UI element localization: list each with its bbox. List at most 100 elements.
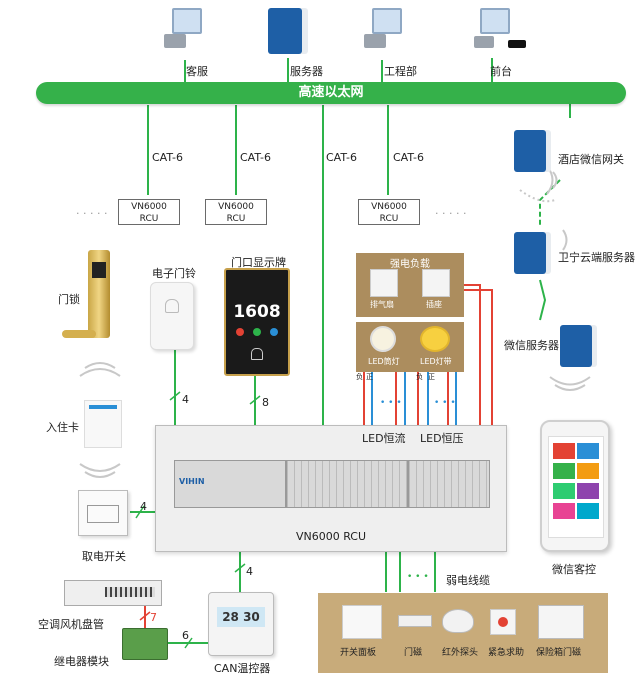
- door-lock-icon: [88, 250, 110, 338]
- ellipsis-led: • • •: [380, 398, 402, 408]
- label-wechat-control: 微信客控: [552, 563, 596, 576]
- printer-body: [474, 36, 494, 48]
- fan-grille: [105, 587, 155, 597]
- label-checkin-card: 入住卡: [46, 421, 79, 434]
- label-downlight: LED筒灯: [368, 357, 400, 366]
- polarity-label: 负: [356, 373, 363, 381]
- label-doorbell: 电子门铃: [152, 267, 196, 280]
- label-led-constant-current: LED恒流: [362, 432, 406, 445]
- ellipsis-weak: • • •: [407, 572, 429, 582]
- label-socket: 插座: [426, 300, 442, 309]
- label-door-sign: 门口显示牌: [231, 256, 286, 269]
- label-door-lock: 门锁: [58, 293, 80, 306]
- bell-icon: [251, 348, 263, 360]
- top-device-front-desk: [470, 6, 530, 62]
- rcu-module-main: [286, 460, 408, 508]
- app-tile: [577, 463, 599, 479]
- label-weak-current: 弱电线缆: [446, 574, 490, 587]
- wechat-phone-icon: [540, 420, 610, 552]
- app-tile: [553, 443, 575, 459]
- server-icon: [560, 325, 592, 367]
- app-tile: [577, 503, 599, 519]
- rcu-model: VN6000: [371, 202, 407, 212]
- door-sign-number: 1608: [233, 302, 281, 322]
- fan-coil-icon: [64, 580, 162, 606]
- led-load-panel: LED筒灯 LED灯带: [356, 322, 464, 372]
- label-fan-coil: 空调风机盘管: [38, 618, 104, 631]
- label-cloud-server: 卫宁云端服务器: [558, 251, 635, 264]
- light-strip-icon: [420, 326, 450, 352]
- label-can-thermostat: CAN温控器: [214, 662, 271, 675]
- downlight-icon: [370, 326, 396, 352]
- rcu-type: RCU: [139, 214, 159, 224]
- socket-icon: [422, 269, 450, 297]
- pc-printer-router-icon: [480, 8, 510, 34]
- label-customer-service: 客服: [186, 65, 208, 78]
- server-icon: [514, 232, 546, 274]
- pc-printer-icon: [172, 8, 202, 34]
- main-rcu-panel: LED恒流 LED恒压 VIHIN VN6000 RCU: [155, 425, 507, 552]
- printer-body: [164, 34, 186, 48]
- status-dot-green: [253, 328, 261, 336]
- label-front-desk: 前台: [490, 65, 512, 78]
- status-dot-blue: [270, 328, 278, 336]
- rcu-box: VN6000 RCU: [358, 199, 420, 225]
- module-brand: VIHIN: [179, 477, 205, 486]
- wire-count-thermostat: 4: [246, 565, 253, 578]
- rcu-model: VN6000: [131, 202, 167, 212]
- rcu-type: RCU: [379, 214, 399, 224]
- label-wechat-server: 微信服务器: [504, 339, 559, 352]
- door-lock-handle: [62, 330, 96, 338]
- ethernet-bus-label: 高速以太网: [298, 85, 364, 100]
- label-power-switch: 取电开关: [82, 550, 126, 563]
- server-icon: [514, 130, 546, 172]
- label-light-strip: LED灯带: [420, 357, 452, 366]
- switch-panel-icon: [342, 605, 382, 639]
- power-load-panel: 强电负载 排气扇 插座: [356, 253, 464, 317]
- ellipsis-left: · · · · ·: [76, 207, 108, 220]
- rcu-model: VN6000: [218, 202, 254, 212]
- label-switch-panel: 开关面板: [340, 648, 377, 658]
- polarity-label: 负: [416, 373, 423, 381]
- app-tile: [553, 463, 575, 479]
- label-led-constant-voltage: LED恒压: [420, 432, 464, 445]
- app-tile: [553, 483, 575, 499]
- card-stripe: [89, 405, 117, 409]
- cable-label: CAT-6: [393, 151, 425, 164]
- app-tile: [553, 503, 575, 519]
- main-rcu-label: VN6000 RCU: [295, 530, 367, 543]
- safe-door-magnet-icon: [538, 605, 584, 639]
- ethernet-bus: 高速以太网: [36, 82, 626, 104]
- checkin-card-icon: [84, 400, 122, 448]
- can-thermostat-icon: 28 30: [208, 592, 274, 656]
- label-relay-module: 继电器模块: [54, 655, 109, 668]
- label-safe-door-magnet: 保险箱门磁: [536, 648, 582, 658]
- ellipsis-led: • • •: [434, 398, 456, 408]
- door-lock-reader: [92, 262, 106, 278]
- cable-label: CAT-6: [326, 151, 358, 164]
- label-wechat-gateway: 酒店微信网关: [558, 153, 624, 166]
- top-device-engineering: [360, 6, 410, 62]
- rcu-box: VN6000 RCU: [205, 199, 267, 225]
- pc-printer-icon: [372, 8, 402, 34]
- router-body: [508, 40, 526, 48]
- app-tile: [577, 443, 599, 459]
- label-exhaust-fan: 排气扇: [370, 300, 394, 309]
- wire-count-door-sign: 8: [262, 396, 269, 409]
- power-switch-icon: [78, 490, 128, 536]
- wire-count-relay: 7: [150, 611, 157, 624]
- rcu-module: VIHIN: [174, 460, 286, 508]
- label-server: 服务器: [290, 65, 323, 78]
- rcu-module-aux: [408, 460, 490, 508]
- door-sign-display: 1608: [224, 268, 290, 376]
- cable-label: CAT-6: [152, 151, 184, 164]
- label-infrared-sensor: 红外探头: [442, 648, 479, 658]
- rcu-box: VN6000 RCU: [118, 199, 180, 225]
- card-slot: [87, 505, 119, 523]
- top-device-customer-service: [160, 6, 210, 62]
- infrared-sensor-icon: [442, 609, 474, 633]
- bell-icon: [165, 299, 179, 313]
- polarity-label: 正: [428, 373, 435, 381]
- power-load-title: 强电负载: [390, 259, 430, 270]
